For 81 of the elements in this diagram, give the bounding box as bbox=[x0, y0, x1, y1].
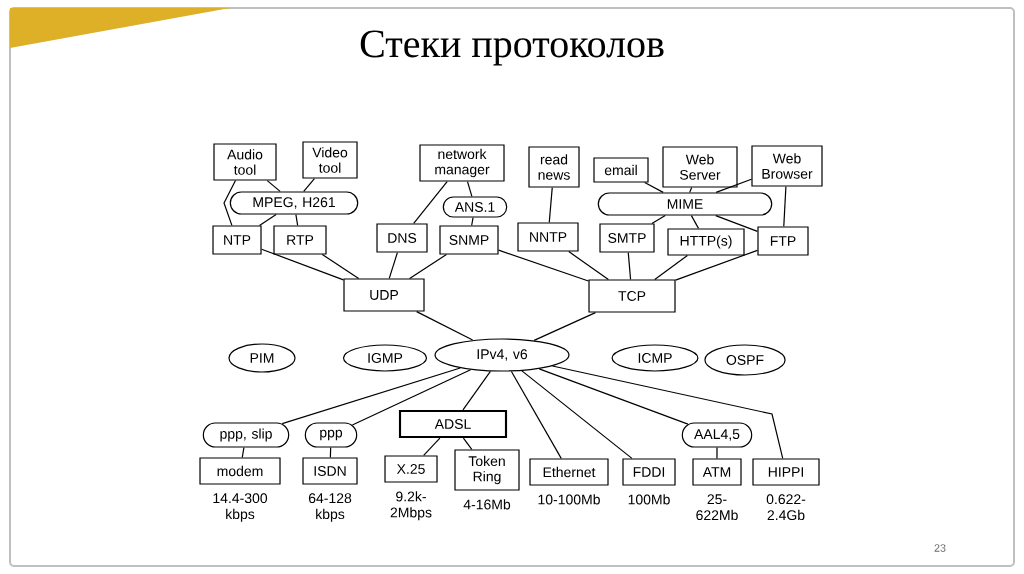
connector-line bbox=[462, 370, 491, 411]
connector-line bbox=[538, 368, 689, 425]
connector-line bbox=[654, 255, 688, 280]
connector-line bbox=[783, 186, 787, 227]
connector-line bbox=[261, 248, 344, 281]
network-box: Ethernet bbox=[529, 458, 609, 486]
connector-line bbox=[462, 437, 473, 450]
connector-line bbox=[223, 180, 237, 226]
application-box: Video tool bbox=[302, 141, 358, 179]
rate-label: 14.4-300 kbps bbox=[213, 493, 268, 522]
format-capsule: MPEG, H261 bbox=[229, 191, 359, 215]
connector-line bbox=[241, 447, 245, 458]
rate-label: 0.622- 2.4Gb bbox=[766, 494, 806, 521]
connector-line bbox=[498, 249, 589, 282]
slide-number: 23 bbox=[934, 544, 946, 552]
connector-line bbox=[715, 178, 752, 193]
connector-line bbox=[351, 369, 472, 426]
connector-line bbox=[521, 370, 633, 459]
application-box: Web Server bbox=[662, 146, 738, 188]
connector-line bbox=[644, 182, 664, 193]
connector-line bbox=[716, 447, 718, 459]
connector-line bbox=[258, 214, 277, 226]
connector-line bbox=[627, 252, 632, 280]
network-box: FDDI bbox=[622, 458, 676, 486]
application-box: email bbox=[593, 157, 649, 183]
protocol-box: DNS bbox=[376, 223, 428, 253]
network-box: HIPPI bbox=[752, 458, 820, 486]
connector-line bbox=[423, 437, 441, 456]
connector-line bbox=[715, 215, 758, 232]
rate-label: 10-100Mb bbox=[538, 494, 600, 505]
format-capsule: ANS.1 bbox=[442, 196, 508, 218]
protocol-box: SMTP bbox=[599, 223, 655, 253]
transport-box: UDP bbox=[343, 278, 425, 312]
protocol-box: HTTP(s) bbox=[667, 228, 745, 256]
connector-line bbox=[266, 180, 281, 192]
connector-line bbox=[303, 178, 316, 192]
protocol-box: FTP bbox=[757, 226, 809, 256]
connector-line bbox=[413, 181, 448, 224]
connector-line bbox=[416, 311, 474, 341]
connector-line bbox=[548, 187, 553, 223]
network-box: ATM bbox=[692, 458, 742, 486]
connector-line bbox=[329, 447, 332, 458]
rate-label: 4-16Mb bbox=[463, 499, 511, 510]
rate-label: 100Mb bbox=[628, 494, 670, 505]
connector-line bbox=[466, 181, 473, 197]
connector-line bbox=[551, 365, 784, 459]
slide-title: Стеки протоколов bbox=[360, 30, 664, 66]
connector-line bbox=[675, 249, 758, 281]
rate-label: 25- 622Mb bbox=[696, 494, 738, 521]
protocol-box: NNTP bbox=[517, 222, 579, 252]
network-box: Token Ring bbox=[454, 449, 520, 491]
link-capsule: AAL4,5 bbox=[681, 422, 753, 448]
network-box: ISDN bbox=[302, 457, 358, 485]
connector-line bbox=[281, 367, 461, 425]
format-capsule: MIME bbox=[597, 192, 773, 216]
connector-line bbox=[295, 214, 299, 226]
application-box: Audio tool bbox=[213, 143, 277, 181]
connector-line bbox=[689, 187, 693, 193]
application-box: read news bbox=[528, 146, 580, 188]
connector-line bbox=[388, 252, 398, 279]
application-box: Web Browser bbox=[751, 145, 823, 187]
rate-label: 9.2k- 2Mbps bbox=[390, 491, 432, 521]
rate-label: 64-128 kbps bbox=[308, 493, 352, 522]
connector-line bbox=[471, 217, 474, 226]
protocol-box: RTP bbox=[273, 225, 327, 255]
connector-line bbox=[690, 215, 700, 229]
application-box: network manager bbox=[419, 144, 505, 182]
connector-line bbox=[651, 215, 666, 224]
connector-line bbox=[510, 370, 562, 459]
protocol-box: SNMP bbox=[439, 225, 499, 255]
network-box: X.25 bbox=[384, 455, 438, 483]
transport-box: TCP bbox=[588, 279, 676, 313]
network-box: modem bbox=[199, 457, 281, 485]
link-capsule: ppp bbox=[304, 422, 358, 448]
connector-line bbox=[568, 251, 609, 280]
link-capsule: ppp, slip bbox=[202, 422, 290, 448]
link-box: ADSL bbox=[398, 409, 508, 439]
connector-line bbox=[409, 254, 448, 279]
protocol-box: NTP bbox=[212, 225, 262, 255]
connector-line bbox=[533, 312, 597, 341]
connector-line bbox=[321, 254, 360, 279]
